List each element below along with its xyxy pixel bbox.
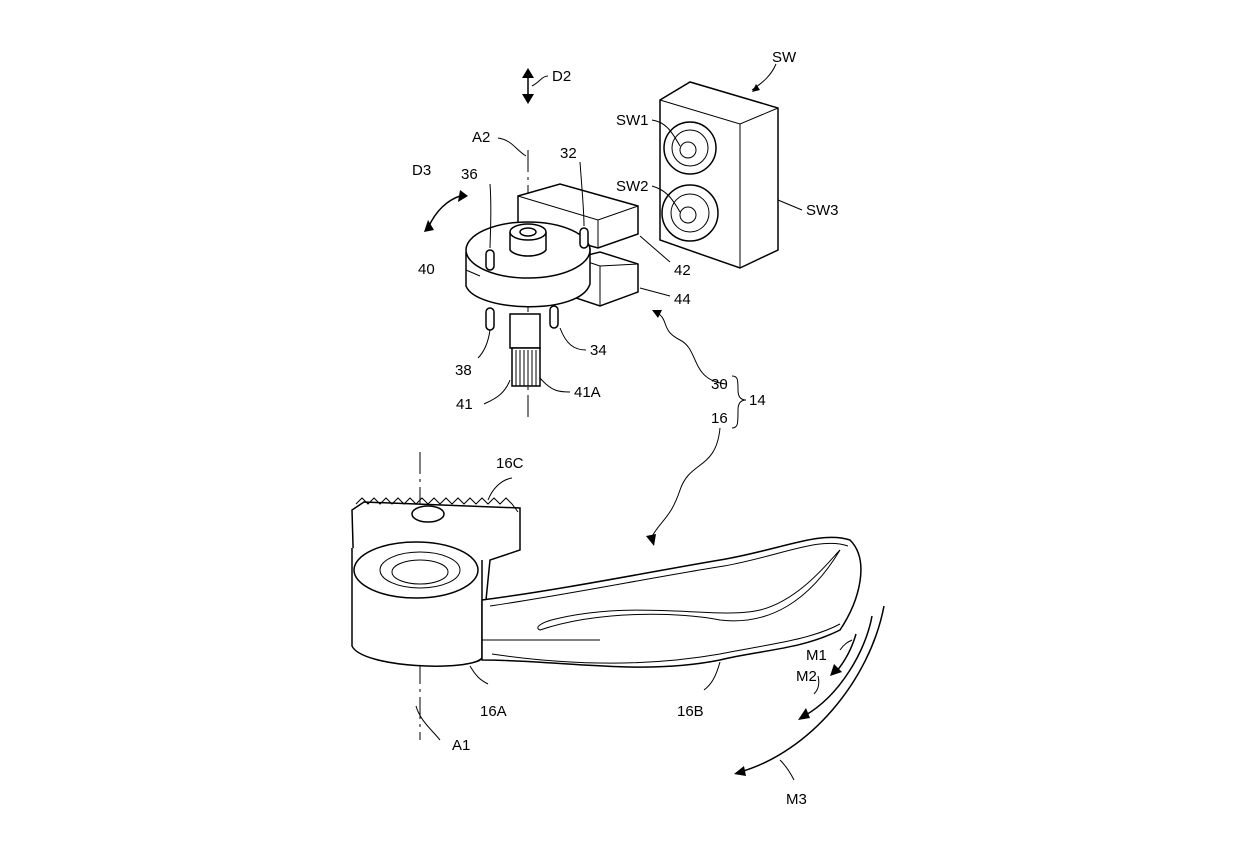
label-36: 36 <box>461 166 478 183</box>
label-30: 30 <box>711 376 728 393</box>
label-14: 14 <box>749 392 766 409</box>
label-16c: 16C <box>496 455 524 472</box>
label-32: 32 <box>560 145 577 162</box>
rotor <box>424 161 591 405</box>
label-sw2: SW2 <box>616 178 649 195</box>
switch-box <box>659 63 803 269</box>
label-sw3: SW3 <box>806 202 839 219</box>
label-40: 40 <box>418 261 435 278</box>
label-sw: SW <box>772 49 797 66</box>
label-41a: 41A <box>574 384 601 401</box>
label-m1: M1 <box>806 647 827 664</box>
label-d2: D2 <box>552 68 572 85</box>
label-16: 16 <box>711 410 728 427</box>
label-42: 42 <box>674 262 691 279</box>
label-m3: M3 <box>786 791 807 808</box>
label-41: 41 <box>456 396 473 413</box>
lever <box>351 452 862 741</box>
label-16b: 16B <box>677 703 704 720</box>
label-38: 38 <box>455 362 472 379</box>
d2-arrow-icon <box>522 68 549 104</box>
label-d3: D3 <box>412 162 432 179</box>
label-44: 44 <box>674 291 691 308</box>
motion-arrows <box>734 605 885 781</box>
label-a2: A2 <box>472 129 491 146</box>
label-m2: M2 <box>796 668 817 685</box>
label-34: 34 <box>590 342 607 359</box>
label-a1: A1 <box>452 737 471 754</box>
label-sw1: SW1 <box>616 112 649 129</box>
label-16a: 16A <box>480 703 507 720</box>
